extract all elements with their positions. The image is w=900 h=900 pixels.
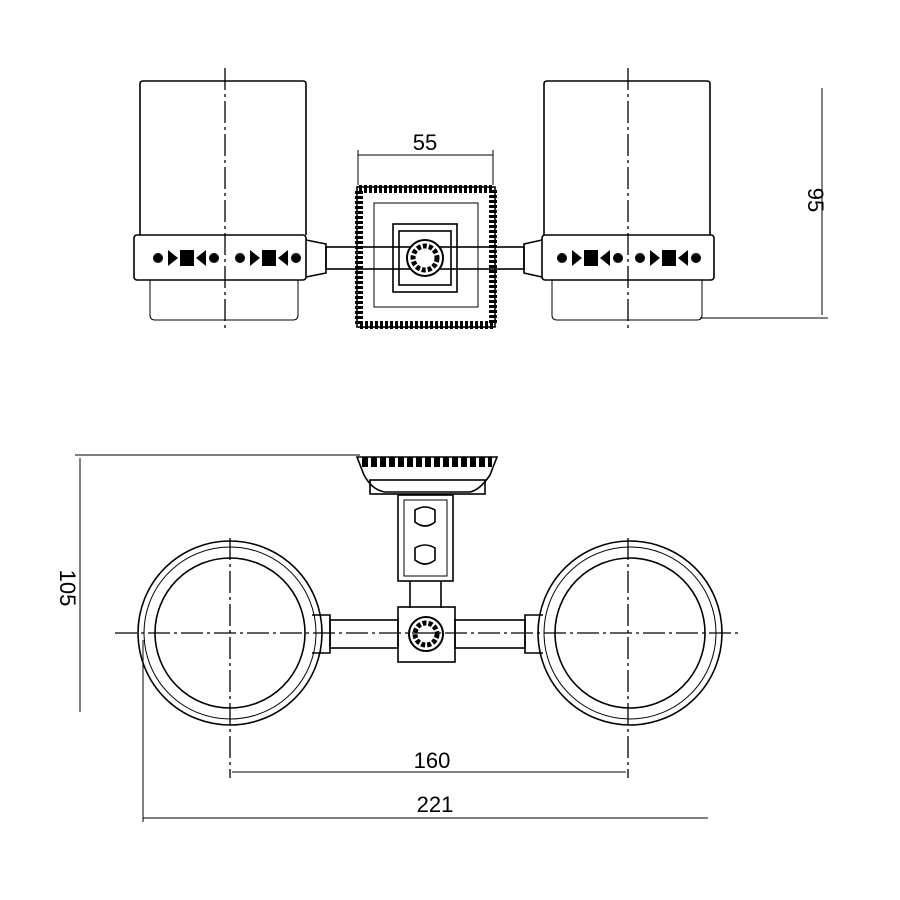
wall-plate-top (355, 456, 499, 608)
dimension-160: 160 (232, 748, 626, 773)
dim-plate-width: 55 (413, 130, 437, 155)
band-ornament (557, 250, 701, 266)
top-view: 105 160 221 (55, 454, 738, 822)
dimension-221: 221 (142, 640, 708, 822)
dim-height: 95 (803, 188, 828, 212)
front-view: 55 95 (133, 68, 828, 332)
dim-center-distance: 160 (414, 748, 451, 773)
dimension-95: 95 (700, 88, 828, 319)
left-cup-front (133, 68, 307, 332)
center-block-top (397, 606, 456, 663)
band-ornament (153, 250, 301, 266)
wall-plate-front (355, 185, 497, 329)
dimension-105: 105 (55, 458, 81, 712)
dimension-55: 55 (357, 130, 494, 185)
dim-depth: 105 (55, 570, 80, 607)
right-cup-front (541, 68, 715, 332)
dim-overall-width: 221 (417, 792, 454, 817)
